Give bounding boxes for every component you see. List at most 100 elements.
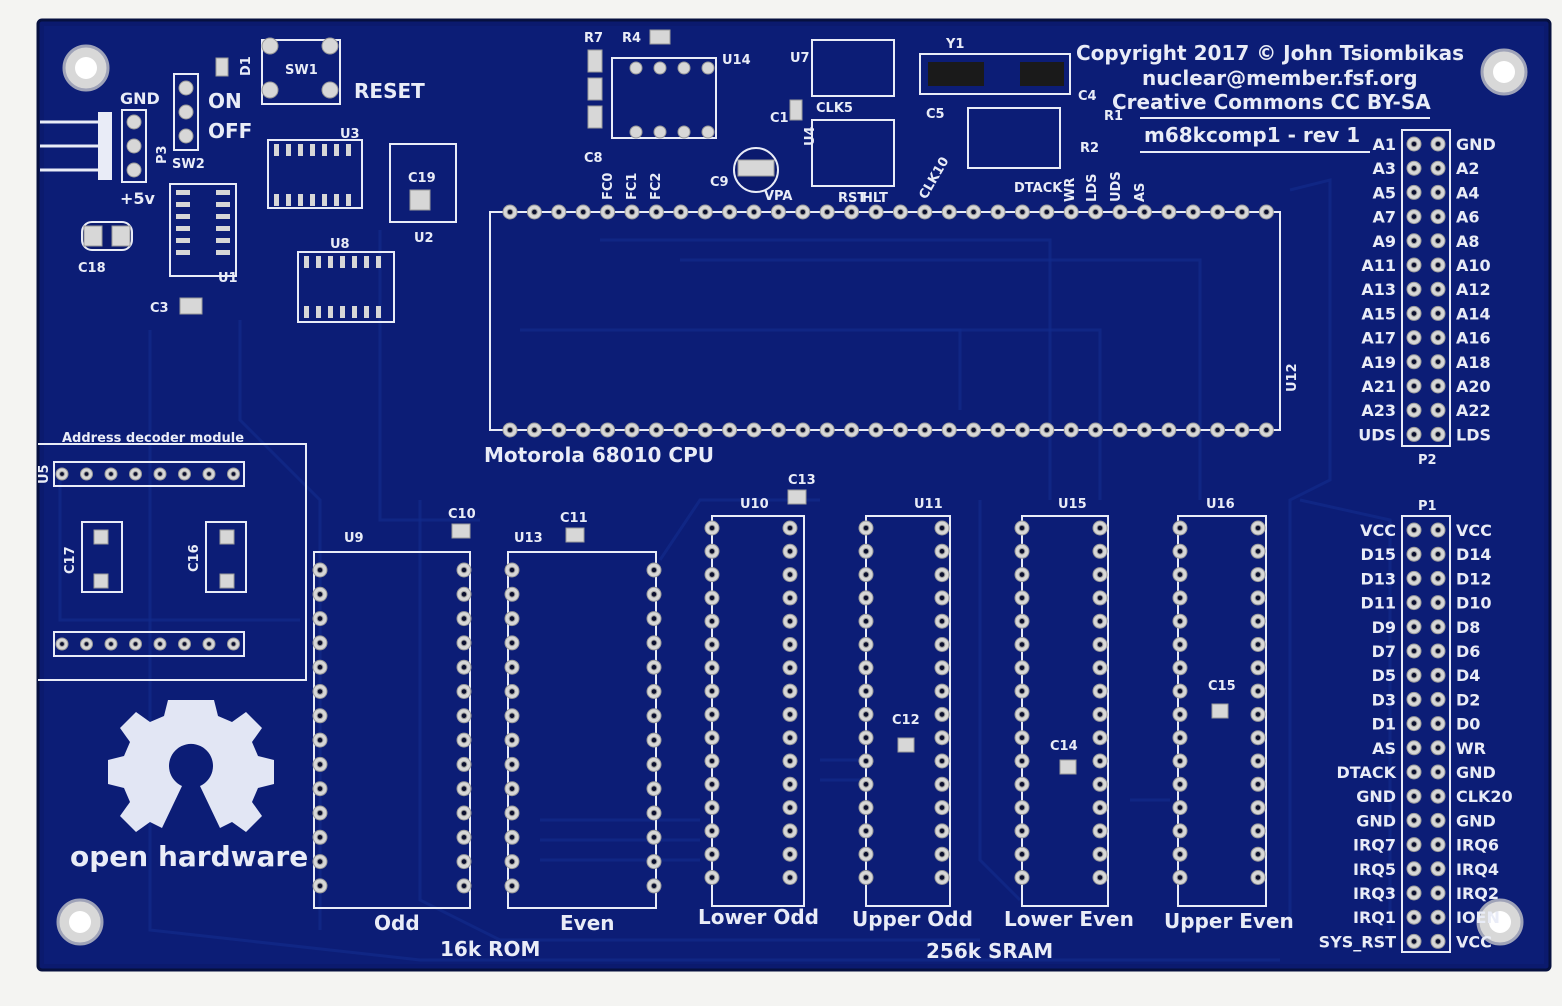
svg-text:open hardware: open hardware	[70, 840, 308, 873]
svg-text:C3: C3	[150, 301, 169, 316]
p1-label-right: CLK20	[1456, 787, 1513, 806]
svg-text:RST: RST	[838, 191, 866, 206]
p1-label-left: D11	[1360, 594, 1396, 613]
svg-text:HLT: HLT	[862, 191, 888, 206]
svg-text:FC0: FC0	[601, 173, 616, 200]
p2-label-right: A2	[1456, 159, 1480, 178]
copyright-text: Copyright 2017 © John Tsiombikas	[1076, 41, 1464, 65]
power-connector-p3: GND P3 +5v	[40, 89, 170, 208]
open-hardware-logo: open hardware	[70, 700, 308, 873]
sram-lower-odd-u10: U10 C13 Lower Odd	[698, 473, 819, 929]
svg-text:C5: C5	[926, 107, 945, 122]
p2-label-left: A17	[1361, 329, 1396, 348]
sram-upper-odd-u11: U11 C12 Upper Odd	[852, 497, 973, 931]
p1-label-right: D12	[1456, 569, 1492, 588]
svg-text:R4: R4	[622, 31, 641, 46]
email-text: nuclear@member.fsf.org	[1142, 66, 1418, 90]
p2-label-left: A13	[1361, 280, 1396, 299]
svg-text:ON: ON	[208, 89, 242, 113]
svg-text:VPA: VPA	[764, 189, 792, 204]
p1-label-left: D1	[1372, 715, 1396, 734]
svg-text:Address decoder module: Address decoder module	[62, 431, 244, 446]
p1-label-right: D4	[1456, 666, 1480, 685]
p1-label-left: D5	[1372, 666, 1396, 685]
reset-switch-sw1: SW1 RESET	[261, 37, 425, 105]
svg-text:C8: C8	[584, 151, 603, 166]
svg-text:Upper Odd: Upper Odd	[852, 907, 973, 931]
p2-label-left: A9	[1372, 232, 1396, 251]
svg-text:C16: C16	[187, 544, 202, 572]
svg-text:Even: Even	[560, 911, 615, 935]
svg-text:RESET: RESET	[354, 79, 425, 103]
p2-label-left: A21	[1361, 377, 1396, 396]
svg-text:U15: U15	[1058, 497, 1087, 512]
p1-label-right: D0	[1456, 715, 1480, 734]
p2-label-right: A6	[1456, 208, 1480, 227]
svg-text:U12: U12	[1285, 363, 1300, 392]
svg-text:D1: D1	[239, 56, 254, 76]
ic-u7-u4: U7 CLK5 U4 C1	[770, 39, 895, 187]
rom-odd-u9: U9 Odd	[312, 531, 472, 935]
p1-label-left: DTACK	[1337, 763, 1397, 782]
p1-label-right: IRQ2	[1456, 884, 1499, 903]
p2-label-right: A4	[1456, 183, 1480, 202]
svg-text:C15: C15	[1208, 679, 1236, 694]
p2-label-left: A15	[1361, 304, 1396, 323]
svg-text:U7: U7	[790, 51, 810, 66]
p1-label-left: D7	[1372, 642, 1396, 661]
svg-text:Y1: Y1	[945, 37, 964, 52]
p2-label-right: A8	[1456, 232, 1480, 251]
crystal-y1: Y1 C5 C4 R1 R2	[919, 37, 1123, 169]
svg-text:C19: C19	[408, 171, 436, 186]
p2-label-right: A14	[1456, 304, 1491, 323]
p2-label-left: A23	[1361, 401, 1396, 420]
svg-text:FC1: FC1	[625, 173, 640, 200]
p2-label-right: A18	[1456, 353, 1491, 372]
ic-u14: R7 R4 U14 C8	[584, 29, 751, 166]
p1-label-right: D2	[1456, 690, 1480, 709]
svg-text:LDS: LDS	[1085, 174, 1100, 202]
svg-text:R7: R7	[584, 31, 603, 46]
p2-label-left: A3	[1372, 159, 1396, 178]
address-decoder-module: Address decoder module U5 C17 C16	[37, 431, 307, 681]
ic-u1: U1	[169, 183, 238, 286]
p2-label-right: A22	[1456, 401, 1491, 420]
p1-label-left: GND	[1356, 787, 1396, 806]
rom-even-u13: U13 Even C10 C11 16k ROM	[440, 507, 662, 961]
svg-text:Lower Even: Lower Even	[1004, 907, 1134, 931]
p1-label-right: D10	[1456, 594, 1492, 613]
svg-text:FC2: FC2	[649, 173, 664, 200]
mounting-holes	[56, 44, 1528, 946]
rom-size-label: 16k ROM	[440, 937, 540, 961]
p2-label-left: A19	[1361, 353, 1396, 372]
svg-text:SW2: SW2	[172, 157, 205, 172]
p1-label-right: WR	[1456, 739, 1486, 758]
p1-label-left: IRQ3	[1353, 884, 1396, 903]
p2-label-right: GND	[1456, 135, 1496, 154]
p1-label-right: VCC	[1456, 521, 1492, 540]
p1-label-right: VCC	[1456, 932, 1492, 951]
svg-text:C18: C18	[78, 261, 106, 276]
svg-text:P1: P1	[1418, 499, 1437, 514]
p1-label-right: D6	[1456, 642, 1480, 661]
svg-text:SW1: SW1	[285, 63, 318, 78]
svg-text:DTACK: DTACK	[1014, 181, 1063, 196]
svg-text:U9: U9	[344, 531, 364, 546]
capacitor-c18: C18	[78, 221, 133, 276]
power-switch-sw2: SW2 ON OFF D1	[172, 56, 254, 172]
svg-text:U16: U16	[1206, 497, 1235, 512]
p1-label-left: IRQ5	[1353, 860, 1396, 879]
copper-traces	[58, 178, 1392, 962]
p1-label-left: D9	[1372, 618, 1396, 637]
svg-text:P3: P3	[155, 145, 170, 164]
p1-label-left: VCC	[1360, 521, 1396, 540]
svg-text:U13: U13	[514, 531, 543, 546]
svg-text:GND: GND	[120, 89, 160, 108]
p1-label-left: GND	[1356, 811, 1396, 830]
svg-text:C12: C12	[892, 713, 920, 728]
p2-label-left: A5	[1372, 183, 1396, 202]
svg-text:C14: C14	[1050, 739, 1078, 754]
p1-label-right: IRQ4	[1456, 860, 1499, 879]
header-p1: VCCD15D13D11D9D7D5D3D1ASDTACKGNDGNDIRQ7I…	[1319, 499, 1513, 953]
license-text: Creative Commons CC BY-SA	[1112, 90, 1431, 114]
